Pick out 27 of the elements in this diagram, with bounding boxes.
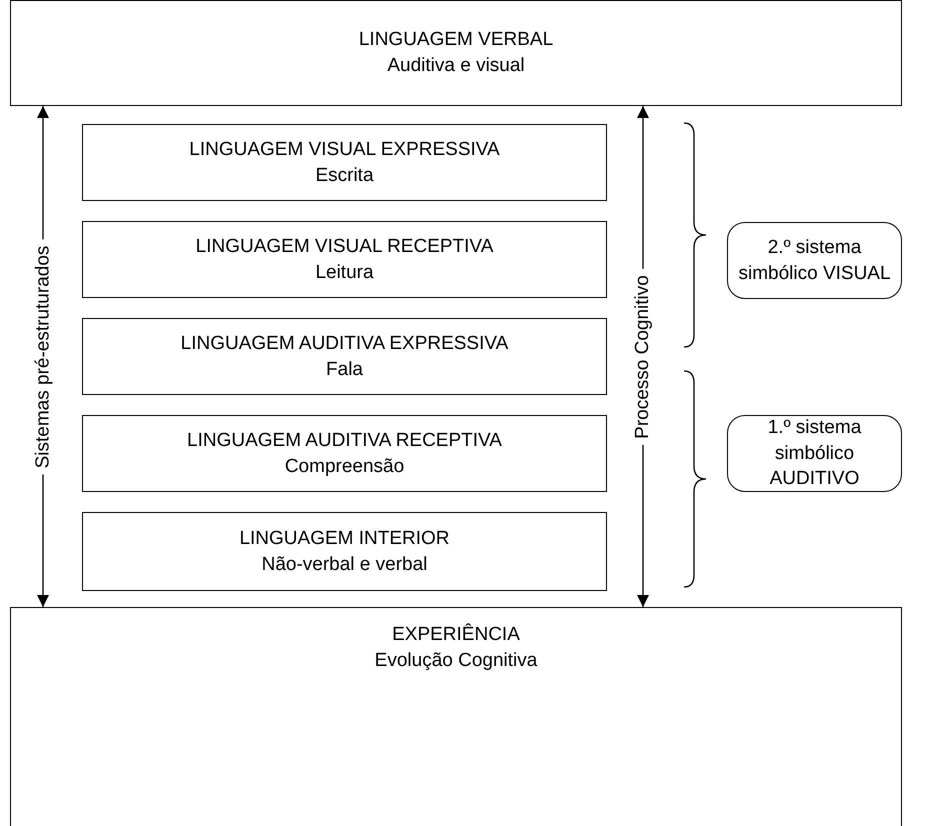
process-box	[82, 221, 607, 298]
box-subtitle: Escrita	[315, 164, 374, 188]
box-heading: LINGUAGEM AUDITIVA RECEPTIVA	[187, 428, 502, 453]
edge-label: Sistemas pré-estruturados	[32, 239, 54, 474]
box-heading: LINGUAGEM VISUAL RECEPTIVA	[196, 234, 494, 259]
process-box	[10, 607, 902, 826]
rounded-box	[727, 415, 902, 492]
box-subtitle: Fala	[326, 358, 363, 382]
edge-label: Processo Cognitivo	[632, 268, 654, 444]
box-subtitle: Auditiva e visual	[387, 54, 525, 78]
process-box	[82, 124, 607, 201]
box-subtitle: Leitura	[315, 260, 374, 284]
box-heading: LINGUAGEM INTERIOR	[239, 526, 450, 551]
box-heading: EXPERIÊNCIA	[392, 622, 520, 647]
process-box	[82, 318, 607, 395]
box-heading: LINGUAGEM VISUAL EXPRESSIVA	[189, 138, 500, 162]
box-subtitle: Evolução Cognitiva	[374, 648, 538, 673]
box-heading: LINGUAGEM AUDITIVA EXPRESSIVA	[180, 332, 508, 356]
box-label: 1.º sistema simbólico AUDITIVO	[766, 416, 862, 492]
process-box	[10, 0, 902, 106]
box-subtitle: Não-verbal e verbal	[262, 552, 428, 576]
process-box	[82, 415, 607, 492]
box-subtitle: Compreensão	[284, 454, 404, 478]
process-box	[82, 512, 607, 591]
box-heading: LINGUAGEM VERBAL	[358, 28, 554, 52]
rounded-box	[727, 222, 902, 299]
box-label: 2.º sistema simbólico VISUAL	[737, 236, 892, 286]
